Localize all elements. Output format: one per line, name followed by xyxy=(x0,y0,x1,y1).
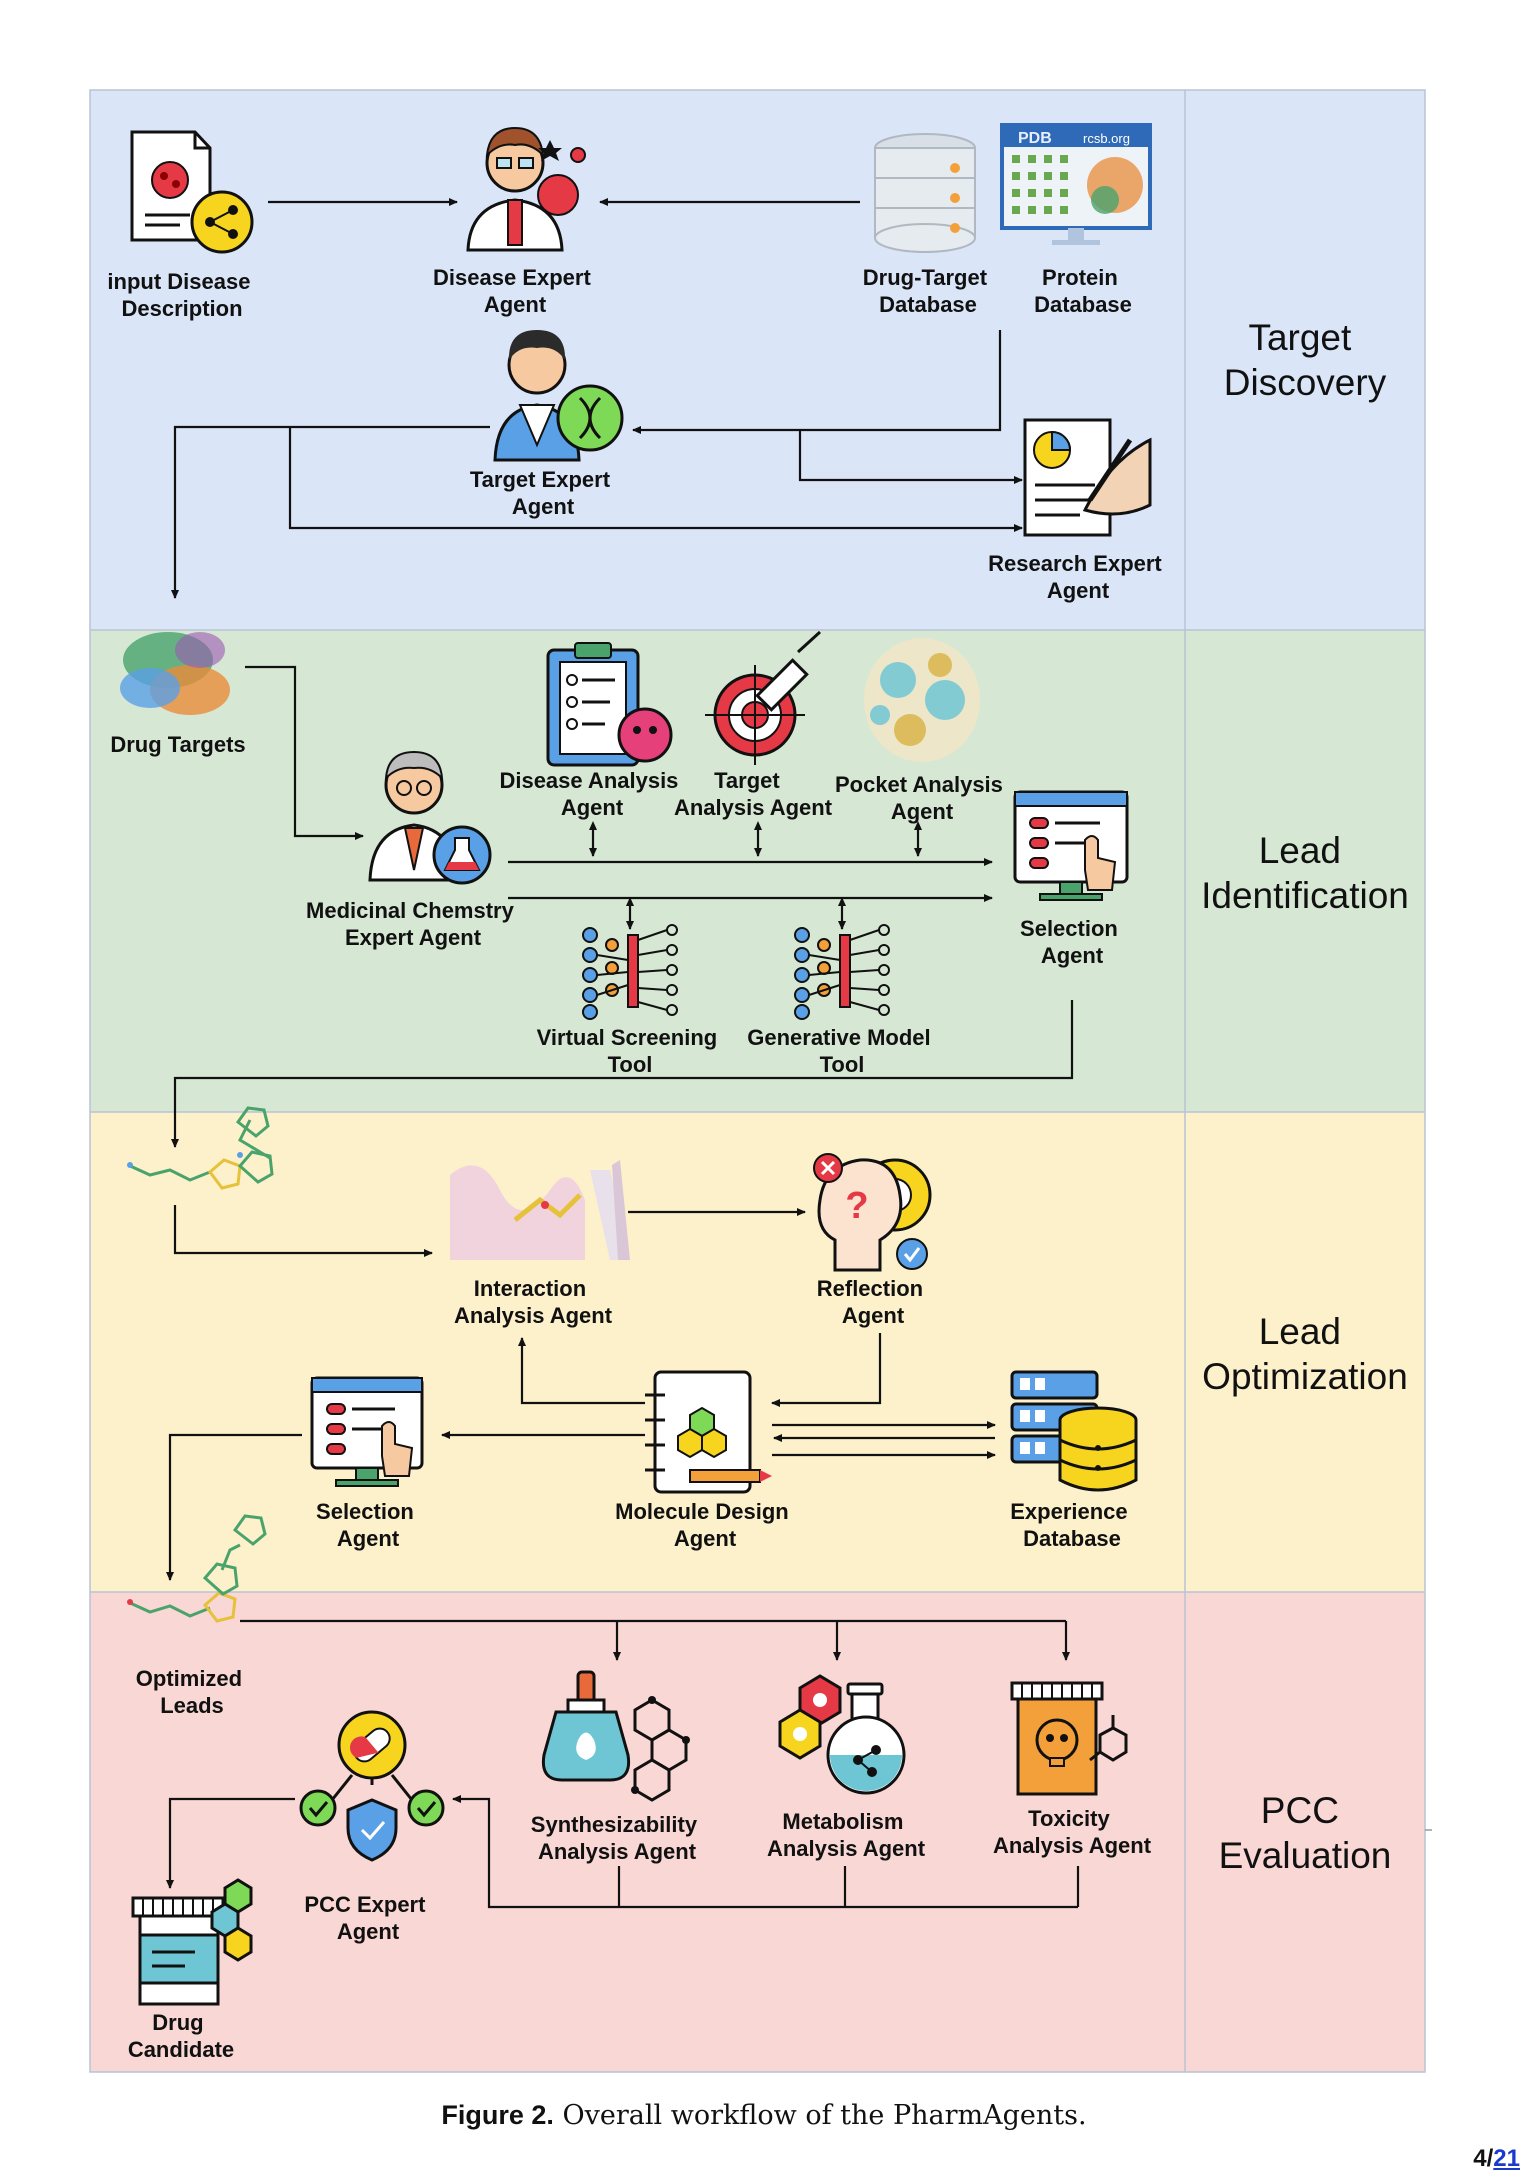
reflection-agent-icon: ? xyxy=(813,1153,932,1272)
stage-title-target-discovery: Target Discovery xyxy=(1224,317,1387,403)
label-target-analysis: Target Analysis Agent xyxy=(674,768,833,820)
label-protein-db: Protein Database xyxy=(1034,265,1132,317)
label-metabolism: Metabolism Analysis Agent xyxy=(767,1809,926,1861)
label-synthesizability: Synthesizability Analysis Agent xyxy=(531,1812,703,1864)
label-selection-agent-2: Selection Agent xyxy=(316,1499,420,1551)
molecule-design-agent-icon xyxy=(645,1370,772,1494)
label-research-expert: Research Expert Agent xyxy=(988,551,1168,603)
figure-caption-text: Overall workflow of the PharmAgents. xyxy=(553,2100,1087,2131)
label-drug-candidate: Drug Candidate xyxy=(128,2010,234,2062)
page-number-current: 4/ xyxy=(1473,2145,1494,2172)
figure-caption-label: Figure 2. xyxy=(441,2100,554,2130)
synthesizability-agent-icon xyxy=(541,1670,690,1802)
question-mark-icon: ? xyxy=(845,1185,868,1227)
label-medicinal-chem: Medicinal Chemstry Expert Agent xyxy=(306,898,520,950)
pcc-evaluation-connectors xyxy=(166,1619,1080,1909)
target-discovery-connectors xyxy=(171,198,1023,599)
target-expert-agent-icon xyxy=(493,330,624,462)
drug-targets-protein-icon xyxy=(120,632,230,715)
virtual-screening-tool-icon xyxy=(582,924,678,1020)
metabolism-agent-icon xyxy=(778,1674,906,1795)
stage-title-lead-identification: Lead Identification xyxy=(1201,830,1409,916)
label-disease-analysis: Disease Analysis Agent xyxy=(499,768,684,820)
label-experience-db: Experience Database xyxy=(1010,1499,1134,1551)
stage-bands xyxy=(89,89,1432,2073)
disease-expert-agent-icon xyxy=(466,126,586,252)
label-drug-target-db: Drug-Target Database xyxy=(863,265,993,317)
experience-database-icon xyxy=(1010,1370,1138,1492)
lead-molecule-icon xyxy=(127,1106,274,1190)
toxicity-agent-icon xyxy=(1010,1681,1128,1796)
disease-document-icon xyxy=(130,130,254,254)
band-pcc-evaluation-label xyxy=(1185,1592,1425,2072)
figure-caption: Figure 2. Overall workflow of the PharmA… xyxy=(0,2100,1528,2131)
generative-model-tool-icon xyxy=(794,924,890,1020)
stage-title-pcc-evaluation: PCC Evaluation xyxy=(1219,1790,1392,1876)
drug-target-database-icon xyxy=(874,133,976,253)
band-lead-optimization xyxy=(90,1112,1185,1592)
selection-agent-2-icon xyxy=(310,1376,424,1487)
drug-candidate-icon xyxy=(131,1878,253,2006)
label-selection-agent-1: Selection Agent xyxy=(1020,916,1124,968)
label-toxicity: Toxicity Analysis Agent xyxy=(993,1806,1152,1858)
protein-database-icon: PDB rcsb.org xyxy=(1000,123,1152,245)
pocket-analysis-agent-icon xyxy=(864,638,980,762)
target-analysis-agent-icon xyxy=(705,630,822,765)
pcc-expert-agent-icon xyxy=(299,1710,445,1862)
lead-identification-connectors xyxy=(171,665,1074,1148)
band-lead-identification-label xyxy=(1185,630,1425,1112)
disease-analysis-agent-icon xyxy=(546,642,673,767)
stage-title-lead-optimization: Lead Optimization xyxy=(1202,1311,1408,1397)
interaction-analysis-agent-icon xyxy=(450,1160,630,1260)
page-number: 4/21 xyxy=(1473,2145,1520,2173)
lead-optimization-connectors xyxy=(166,1205,996,1581)
label-disease-expert: Disease Expert Agent xyxy=(433,265,597,317)
pdb-text: PDB xyxy=(1018,130,1052,147)
label-input-disease: input Disease Description xyxy=(107,269,256,321)
label-interaction-analysis: Interaction Analysis Agent xyxy=(454,1276,613,1328)
band-pcc-evaluation xyxy=(90,1592,1185,2072)
label-pocket-analysis: Pocket Analysis Agent xyxy=(835,772,1009,824)
label-molecule-design: Molecule Design Agent xyxy=(615,1499,795,1551)
rcsb-text: rcsb.org xyxy=(1083,131,1130,146)
label-drug-targets: Drug Targets xyxy=(110,732,245,757)
selection-agent-1-icon xyxy=(1013,790,1129,901)
label-virtual-screening: Virtual Screening Tool xyxy=(537,1025,724,1077)
label-pcc-expert: PCC Expert Agent xyxy=(304,1892,431,1944)
label-reflection: Reflection Agent xyxy=(817,1276,929,1328)
research-expert-agent-icon xyxy=(1023,418,1152,537)
optimized-lead-molecule-icon xyxy=(127,1514,267,1623)
label-target-expert: Target Expert Agent xyxy=(470,467,616,519)
label-optimized-leads: Optimized Leads xyxy=(136,1666,248,1718)
band-target-discovery-label xyxy=(1185,90,1425,630)
band-lead-optimization-label xyxy=(1185,1112,1425,1592)
medicinal-chemistry-expert-icon xyxy=(368,750,492,885)
page-total-link[interactable]: 21 xyxy=(1493,2145,1520,2172)
label-generative-model: Generative Model Tool xyxy=(747,1025,937,1077)
